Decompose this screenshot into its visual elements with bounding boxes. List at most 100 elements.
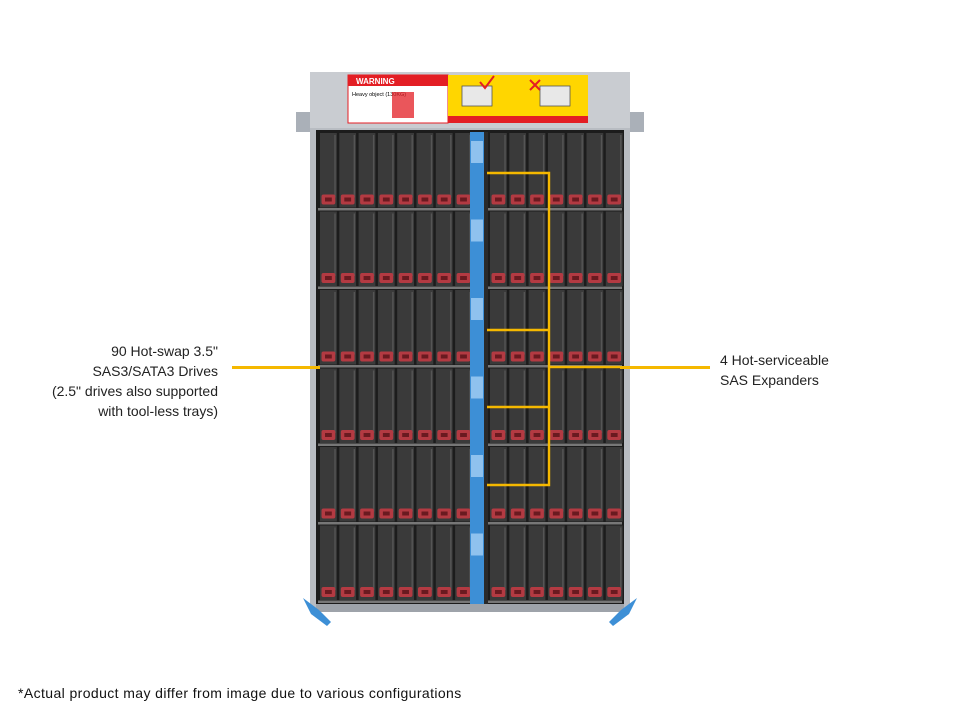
drive-bay[interactable] [435, 368, 453, 444]
drive-bay[interactable] [339, 290, 357, 365]
drive-bay[interactable] [586, 133, 604, 208]
release-latch-left[interactable] [303, 598, 331, 626]
drive-bay[interactable] [455, 525, 472, 601]
drive-bay[interactable] [435, 447, 453, 522]
drive-bay[interactable] [567, 290, 584, 365]
drive-bay[interactable] [567, 368, 584, 444]
drive-bay[interactable] [605, 211, 623, 287]
drive-bay[interactable] [455, 211, 472, 287]
drive-bay[interactable] [528, 133, 546, 208]
drive-tray [435, 447, 453, 522]
drive-bay[interactable] [397, 368, 414, 444]
drive-bay[interactable] [455, 133, 472, 208]
drive-bay[interactable] [416, 211, 434, 287]
drive-bay[interactable] [455, 447, 472, 522]
drive-bay[interactable] [397, 447, 414, 522]
drive-bay[interactable] [528, 290, 546, 365]
drive-bay[interactable] [416, 133, 434, 208]
drive-bay[interactable] [586, 525, 604, 601]
drive-bay[interactable] [320, 133, 337, 208]
drive-bay[interactable] [377, 447, 395, 522]
drive-handle-slot [610, 590, 618, 594]
drive-bay[interactable] [339, 133, 357, 208]
drive-bay[interactable] [547, 290, 565, 365]
drive-bay[interactable] [435, 290, 453, 365]
drive-bay[interactable] [358, 211, 376, 287]
drive-bay[interactable] [455, 368, 472, 444]
drive-bay[interactable] [490, 133, 507, 208]
drive-bay[interactable] [358, 133, 376, 208]
midplane-spine [470, 132, 484, 604]
drive-bay[interactable] [509, 133, 527, 208]
drive-bay[interactable] [339, 211, 357, 287]
drive-bay[interactable] [416, 447, 434, 522]
drive-bay[interactable] [358, 447, 376, 522]
release-latch-right[interactable] [609, 598, 637, 626]
drive-tray-edge [450, 527, 452, 590]
drive-bay[interactable] [490, 290, 507, 365]
drive-bay[interactable] [547, 211, 565, 287]
drive-bay[interactable] [377, 211, 395, 287]
drive-bay[interactable] [547, 133, 565, 208]
drive-tray-edge [392, 370, 394, 433]
drive-bay[interactable] [509, 368, 527, 444]
drive-bay[interactable] [377, 290, 395, 365]
drive-bay[interactable] [490, 368, 507, 444]
drive-bay[interactable] [605, 133, 623, 208]
drive-bay[interactable] [605, 290, 623, 365]
drive-bay[interactable] [320, 447, 337, 522]
drive-bay[interactable] [547, 525, 565, 601]
drive-bay[interactable] [320, 290, 337, 365]
drive-bay[interactable] [416, 290, 434, 365]
drive-bay[interactable] [567, 133, 584, 208]
drive-bay[interactable] [455, 290, 472, 365]
drive-bay[interactable] [586, 290, 604, 365]
bottom-rail [316, 604, 624, 612]
drive-handle-slot [363, 197, 371, 202]
drive-tray-edge [600, 527, 603, 590]
drive-bay[interactable] [528, 211, 546, 287]
drive-bay[interactable] [528, 525, 546, 601]
drive-bay[interactable] [397, 290, 414, 365]
drive-bay[interactable] [547, 368, 565, 444]
drive-bay[interactable] [339, 525, 357, 601]
drive-bay[interactable] [358, 525, 376, 601]
drive-bay[interactable] [435, 211, 453, 287]
drive-bay[interactable] [416, 525, 434, 601]
drive-bay[interactable] [435, 133, 453, 208]
drive-bay[interactable] [547, 447, 565, 522]
drive-bay[interactable] [358, 290, 376, 365]
drive-bay[interactable] [528, 368, 546, 444]
drive-bay[interactable] [509, 525, 527, 601]
drive-bay[interactable] [320, 368, 337, 444]
drive-bay[interactable] [605, 447, 623, 522]
drive-bay[interactable] [377, 133, 395, 208]
drive-tray [490, 290, 507, 365]
drive-bay[interactable] [586, 447, 604, 522]
drive-bay[interactable] [509, 211, 527, 287]
drive-bay[interactable] [339, 447, 357, 522]
drive-bay[interactable] [397, 211, 414, 287]
drive-bay[interactable] [397, 525, 414, 601]
drive-bay[interactable] [339, 368, 357, 444]
drive-bay[interactable] [320, 525, 337, 601]
drive-tray-edge [581, 213, 583, 276]
drive-bay[interactable] [377, 525, 395, 601]
drive-bay[interactable] [509, 290, 527, 365]
drive-bay[interactable] [605, 525, 623, 601]
drive-bay[interactable] [397, 133, 414, 208]
drive-bay[interactable] [377, 368, 395, 444]
drive-bay[interactable] [586, 368, 604, 444]
drive-bay[interactable] [320, 211, 337, 287]
drive-bay[interactable] [567, 211, 584, 287]
drive-bay[interactable] [567, 447, 584, 522]
drive-bay[interactable] [605, 368, 623, 444]
drive-bay[interactable] [586, 211, 604, 287]
drive-bay[interactable] [567, 525, 584, 601]
drive-bay[interactable] [358, 368, 376, 444]
drive-bay[interactable] [416, 368, 434, 444]
drive-bay[interactable] [490, 525, 507, 601]
drive-bay[interactable] [490, 211, 507, 287]
drive-tray-edge [504, 292, 506, 355]
drive-bay[interactable] [435, 525, 453, 601]
